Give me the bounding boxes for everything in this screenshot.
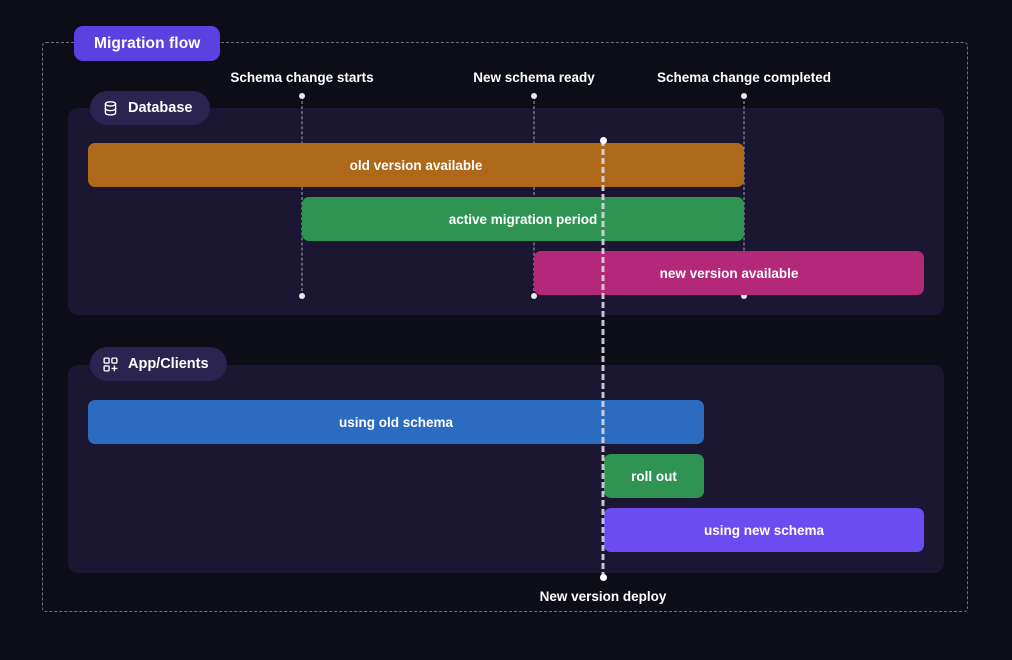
bar-using-old-schema: using old schema [88,400,704,444]
milestone-schema-change-starts: Schema change starts [230,70,374,299]
bar-active-migration-period: active migration period [302,197,744,241]
lane-label-database: Database [128,100,193,116]
lane-label-app-clients: App/Clients [128,356,209,372]
milestone-dot-top [299,93,305,99]
bar-roll-out: roll out [604,454,704,498]
bar-label: using new schema [703,522,825,538]
app-clients-icon [102,356,119,373]
diagram-frame [42,42,968,612]
milestone-label: New version deploy [539,589,667,604]
milestone-dot-top [531,93,537,99]
bar-old-version-available: old version available [88,143,744,187]
bar-label: active migration period [448,211,598,227]
milestone-schema-change-completed: Schema change completed [657,70,831,299]
milestone-new-version-deploy: New version deploy [540,137,666,604]
milestone-dot-top [741,93,747,99]
milestone-line [601,140,605,578]
milestone-dot-bottom [741,293,747,299]
milestone-line [743,96,745,296]
milestone-dot-bottom [599,574,607,581]
bar-new-version-available: new version available [534,251,924,295]
milestone-label: Schema change completed [656,70,832,85]
bar-label: roll out [631,468,677,484]
database-icon [102,100,119,117]
milestone-label: New schema ready [473,70,595,85]
bar-label: new version available [659,265,799,281]
milestone-dot-bottom [531,293,537,299]
milestone-label: Schema change starts [230,70,374,85]
milestone-line [301,96,303,296]
lane-badge-app-clients: App/Clients [90,347,227,381]
milestone-new-schema-ready: New schema ready [473,70,595,299]
milestone-line [533,96,535,296]
bar-label: using old schema [338,414,454,430]
bar-label: old version available [349,157,483,173]
milestone-dot-top [599,137,607,144]
diagram-title-badge: Migration flow [74,26,221,61]
milestone-dot-bottom [299,293,305,299]
bar-using-new-schema: using new schema [604,508,924,552]
lane-badge-database: Database [90,91,211,125]
diagram-title: Migration flow [94,34,201,52]
